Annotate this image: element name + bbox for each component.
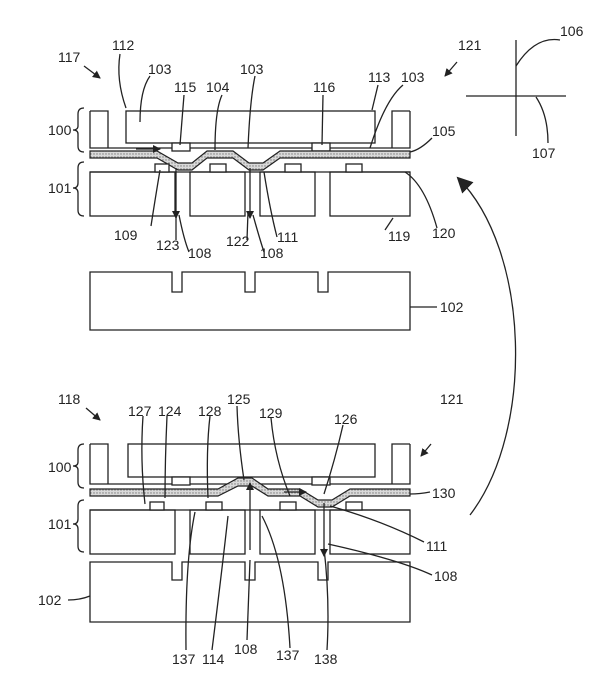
label-121: 121 bbox=[458, 37, 482, 53]
top-layer-100 bbox=[89, 110, 411, 152]
label-120: 120 bbox=[432, 225, 456, 241]
label-118: 118 bbox=[58, 391, 81, 407]
label-137: 137 bbox=[172, 651, 196, 667]
label-126: 126 bbox=[334, 411, 358, 427]
label-103: 103 bbox=[401, 69, 425, 85]
label-121: 121 bbox=[440, 391, 464, 407]
bottom-assembly bbox=[89, 443, 411, 623]
label-115: 115 bbox=[174, 79, 197, 95]
label-104: 104 bbox=[206, 79, 230, 95]
top-membrane-105 bbox=[89, 150, 411, 171]
label-112: 112 bbox=[112, 37, 135, 53]
label-117: 117 bbox=[58, 49, 81, 65]
label-100: 100 bbox=[48, 122, 72, 138]
label-123: 123 bbox=[156, 237, 180, 253]
label-111: 111 bbox=[277, 229, 298, 245]
label-101: 101 bbox=[48, 180, 72, 196]
label-108: 108 bbox=[434, 568, 458, 584]
label-122: 122 bbox=[226, 233, 250, 249]
label-103: 103 bbox=[148, 61, 172, 77]
label-102: 102 bbox=[38, 592, 62, 608]
label-106: 106 bbox=[560, 23, 584, 39]
label-128: 128 bbox=[198, 403, 222, 419]
label-113: 113 bbox=[368, 69, 391, 85]
label-129: 129 bbox=[259, 405, 283, 421]
label-101: 101 bbox=[48, 516, 72, 532]
label-100: 100 bbox=[48, 459, 72, 475]
label-103: 103 bbox=[240, 61, 264, 77]
reference-labels: 117 112 103 103 113 103 115 104 116 105 … bbox=[38, 23, 584, 667]
top-layer-102 bbox=[89, 271, 411, 331]
label-125: 125 bbox=[227, 391, 251, 407]
label-130: 130 bbox=[432, 485, 456, 501]
label-109: 109 bbox=[114, 227, 138, 243]
label-116: 116 bbox=[313, 79, 336, 95]
label-114: 114 bbox=[202, 651, 225, 667]
transition-arrow bbox=[456, 176, 517, 516]
label-111: 111 bbox=[426, 538, 447, 554]
label-119: 119 bbox=[388, 228, 411, 244]
top-layer-101 bbox=[89, 163, 411, 217]
label-107: 107 bbox=[532, 145, 556, 161]
label-105: 105 bbox=[432, 123, 456, 139]
braces bbox=[72, 107, 85, 553]
leader-lines bbox=[67, 38, 561, 651]
label-102: 102 bbox=[440, 299, 464, 315]
bottom-layer-102 bbox=[89, 561, 411, 623]
label-108: 108 bbox=[260, 245, 284, 261]
label-108: 108 bbox=[234, 641, 258, 657]
top-assembly bbox=[89, 110, 411, 331]
label-137: 137 bbox=[276, 647, 300, 663]
label-108: 108 bbox=[188, 245, 212, 261]
label-138: 138 bbox=[314, 651, 338, 667]
label-127: 127 bbox=[128, 403, 152, 419]
label-124: 124 bbox=[158, 403, 182, 419]
axes-cross bbox=[466, 40, 566, 136]
